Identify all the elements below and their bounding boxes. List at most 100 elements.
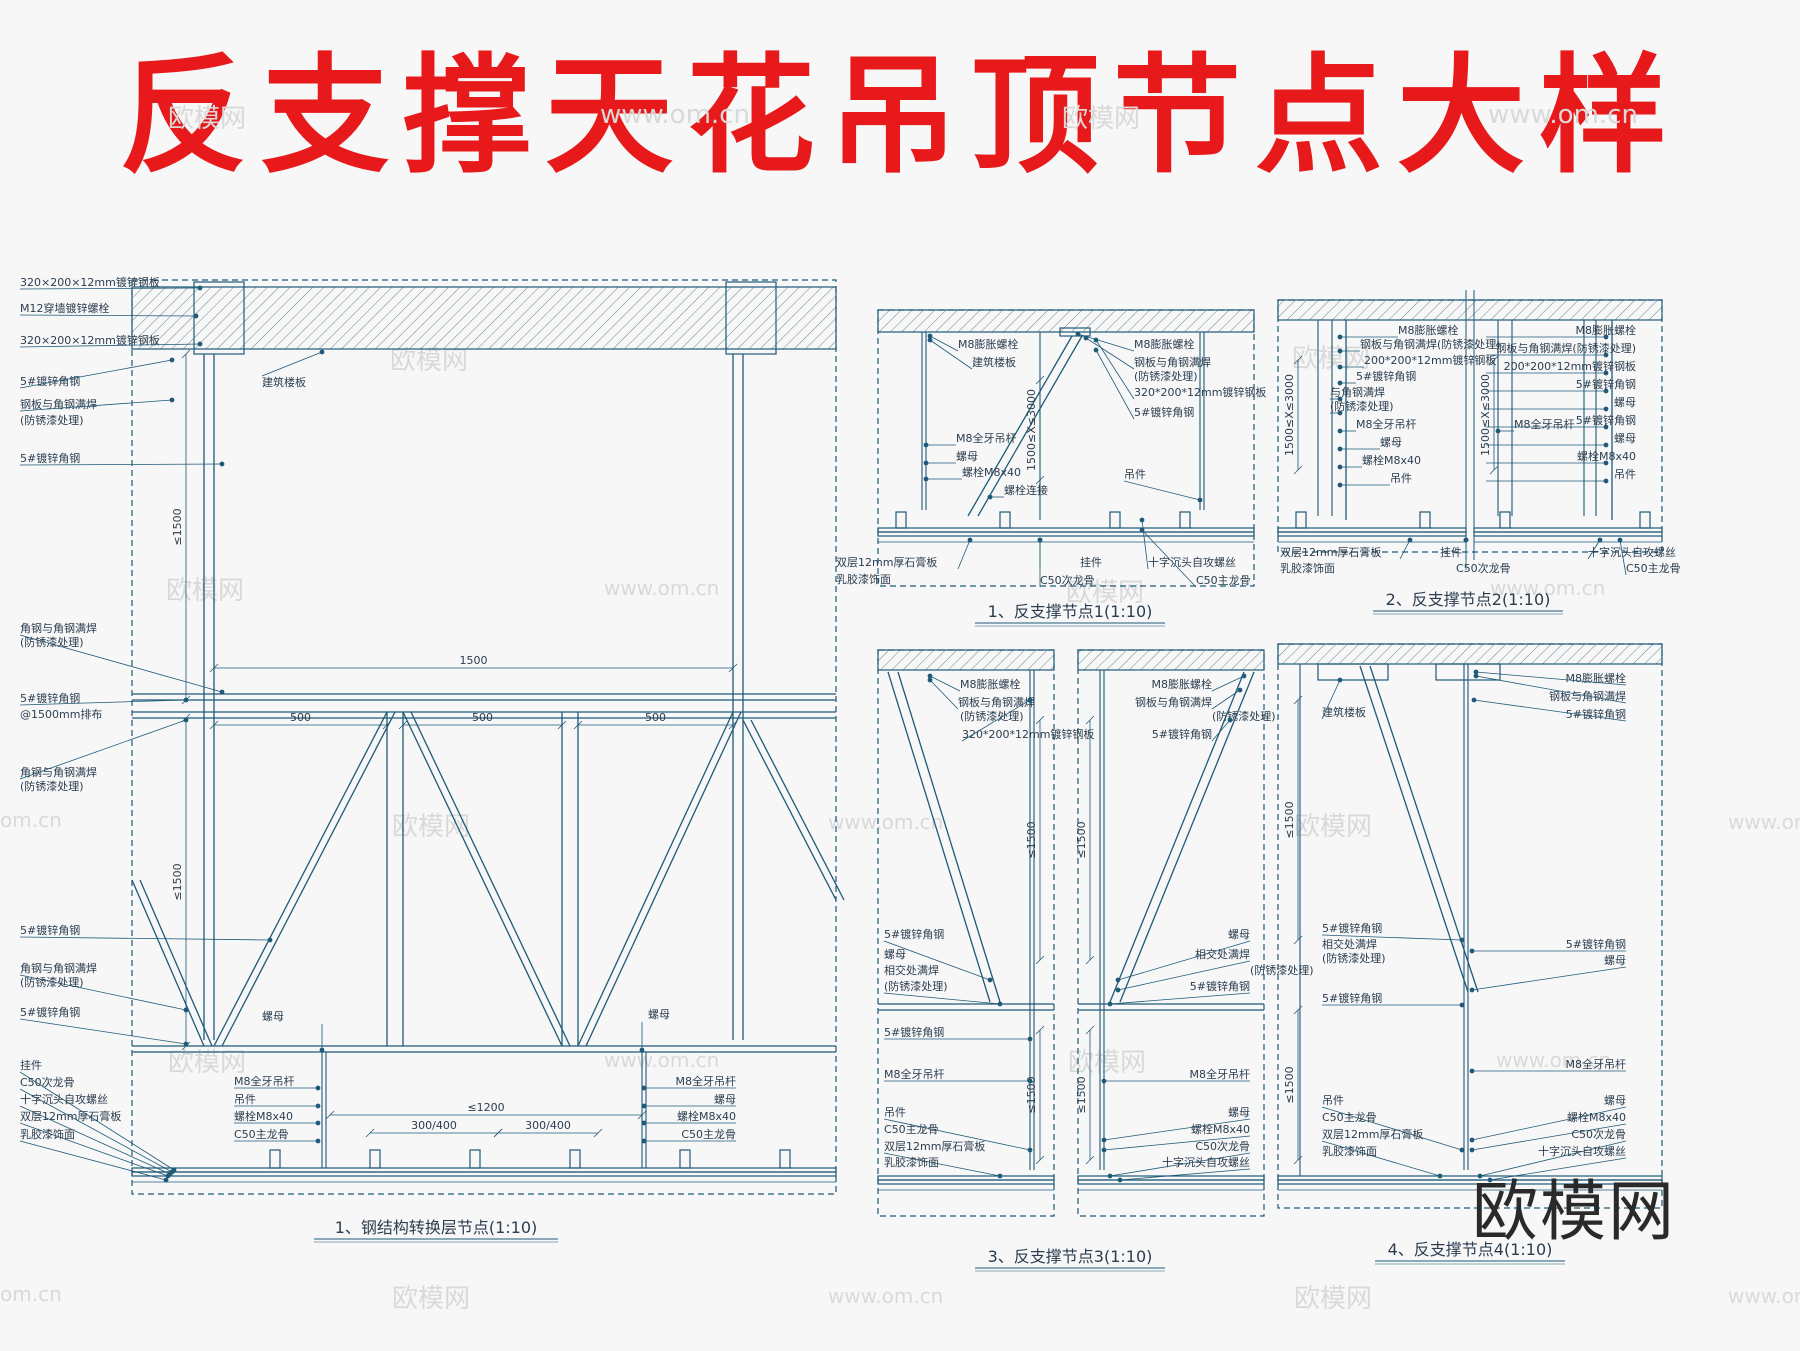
dimension-tick — [1085, 1155, 1095, 1165]
callout-leader — [1141, 529, 1197, 588]
callout-label: 5#镀锌角钢 — [1190, 979, 1250, 993]
callout-label: 乳胶漆饰面 — [1280, 561, 1335, 575]
dimension-text: 1500≤X≤3000 — [1025, 389, 1038, 471]
callout-arrow-dot — [1027, 697, 1033, 703]
dimension-tick — [209, 663, 219, 673]
callout-label: M8膨胀螺栓 — [958, 337, 1019, 351]
callout-leader — [19, 1088, 173, 1173]
callout-arrow-dot — [1101, 1078, 1107, 1084]
callout-label: 螺栓M8x40 — [1362, 453, 1421, 467]
callout-arrow-dot — [1107, 1001, 1113, 1007]
callout-leader — [1321, 679, 1341, 720]
keel-clip — [679, 1149, 691, 1169]
watermark-site-short: om.cn — [0, 808, 62, 832]
dimension-tick — [181, 349, 191, 359]
callout-arrow-dot — [1603, 352, 1609, 358]
detail-frame — [131, 279, 837, 1195]
callout-leader — [929, 679, 959, 710]
callout-leader — [19, 463, 223, 466]
callout-label: 双层12mm厚石膏板 — [20, 1109, 121, 1123]
callout-arrow-dot — [967, 537, 973, 543]
callout-leader — [19, 287, 201, 290]
callout-arrow-dot — [183, 697, 189, 703]
callout-leader — [19, 974, 187, 1011]
callout-leader — [19, 399, 173, 412]
callout-arrow-dot — [1463, 537, 1469, 543]
callout-label: 5#镀锌角钢 — [884, 927, 944, 941]
dimension-tick — [209, 720, 219, 730]
callout-label: 5#镀锌角钢 — [20, 1005, 80, 1019]
keel-clip — [1109, 511, 1121, 529]
callout-leader — [961, 699, 1031, 742]
callout-label: M8膨胀螺栓 — [1152, 677, 1213, 691]
callout-label: M12穿墙镀锌螺栓 — [20, 301, 110, 315]
callout-label: (防锈漆处理) — [1250, 963, 1314, 977]
keel-clip — [895, 511, 907, 529]
callout-label: C50主龙骨 — [234, 1128, 289, 1141]
callout-label: M8全牙吊杆 — [1190, 1067, 1251, 1081]
callout-label: C50主龙骨 — [681, 1128, 736, 1141]
callout-arrow-dot — [1197, 497, 1203, 503]
callout-arrow-dot — [169, 397, 175, 403]
callout-leader — [1321, 934, 1463, 941]
callout-label: 吊件 — [1124, 468, 1146, 481]
building-slab — [877, 649, 1055, 671]
callout-label: 螺栓M8x40 — [677, 1109, 736, 1123]
gypsum-board — [1277, 1179, 1663, 1185]
callout-leader — [883, 1152, 1001, 1177]
building-slab — [1277, 299, 1663, 321]
callout-label: 320*200*12mm镀锌钢板 — [962, 727, 1094, 741]
dimension-tick — [365, 1128, 375, 1138]
watermark-site-short: om.cn — [0, 1282, 62, 1306]
dimension-tick — [1085, 1025, 1095, 1035]
callout-label: (防锈漆处理) — [1134, 369, 1198, 383]
callout-label: 320×200×12mm镀锌钢板 — [20, 275, 160, 289]
callout-arrow-dot — [641, 1103, 647, 1109]
callout-label: 双层12mm厚石膏板 — [884, 1139, 985, 1153]
callout-label: 相交处满焊 — [1322, 937, 1377, 951]
callout-label: 吊件 — [1390, 472, 1412, 485]
callout-leader — [19, 1140, 167, 1181]
anchor-plate — [193, 281, 245, 355]
keel-clip — [1295, 511, 1307, 529]
callout-label: M8全牙吊杆 — [956, 431, 1017, 445]
callout-leader — [1475, 675, 1627, 704]
callout-leader — [1473, 699, 1627, 722]
callout-label: C50次龙骨 — [1195, 1139, 1250, 1153]
callout-arrow-dot — [1337, 364, 1343, 370]
watermark-site: www.om.cn — [828, 810, 944, 834]
dimension-tick — [398, 720, 408, 730]
callout-label: 十字沉头自攻螺丝 — [1162, 1155, 1250, 1169]
callout-leader — [1321, 1140, 1441, 1177]
dimension-tick — [382, 720, 392, 730]
callout-arrow-dot — [183, 1007, 189, 1013]
callout-leader — [1117, 960, 1251, 991]
callout-leader — [1103, 1135, 1251, 1151]
callout-label: M8膨胀螺栓 — [1398, 323, 1459, 337]
callout-arrow-dot — [1037, 537, 1043, 543]
callout-label: M8全牙吊杆 — [1566, 1057, 1627, 1071]
callout-arrow-dot — [219, 689, 225, 695]
callout-label: C50次龙骨 — [1571, 1127, 1626, 1141]
callout-label: 螺栓M8x40 — [1191, 1122, 1250, 1136]
callout-label: 320*200*12mm镀锌钢板 — [1134, 385, 1266, 399]
truss-diagonal — [131, 879, 205, 1047]
callout-leader — [1471, 1106, 1627, 1141]
callout-label: 双层12mm厚石膏板 — [1322, 1127, 1423, 1141]
callout-leader — [1141, 519, 1149, 570]
callout-arrow-dot — [923, 442, 929, 448]
callout-leader — [1619, 539, 1627, 576]
callout-arrow-dot — [1075, 331, 1081, 337]
truss-diagonal — [742, 719, 837, 901]
callout-label: 吊件 — [884, 1106, 906, 1119]
watermark-logo: 欧模网 — [1062, 104, 1141, 134]
callout-label: 5#镀锌角钢 — [1152, 727, 1212, 741]
callout-arrow-dot — [1469, 1147, 1475, 1153]
watermark-logo: 欧模网 — [1294, 812, 1373, 842]
dimension-text: 300/400 — [411, 1119, 457, 1132]
callout-arrow-dot — [1459, 937, 1465, 943]
callout-label: 5#镀锌角钢 — [1566, 707, 1626, 721]
callout-arrow-dot — [267, 937, 273, 943]
callout-leader — [1109, 992, 1251, 1005]
callout-leader — [19, 343, 201, 348]
